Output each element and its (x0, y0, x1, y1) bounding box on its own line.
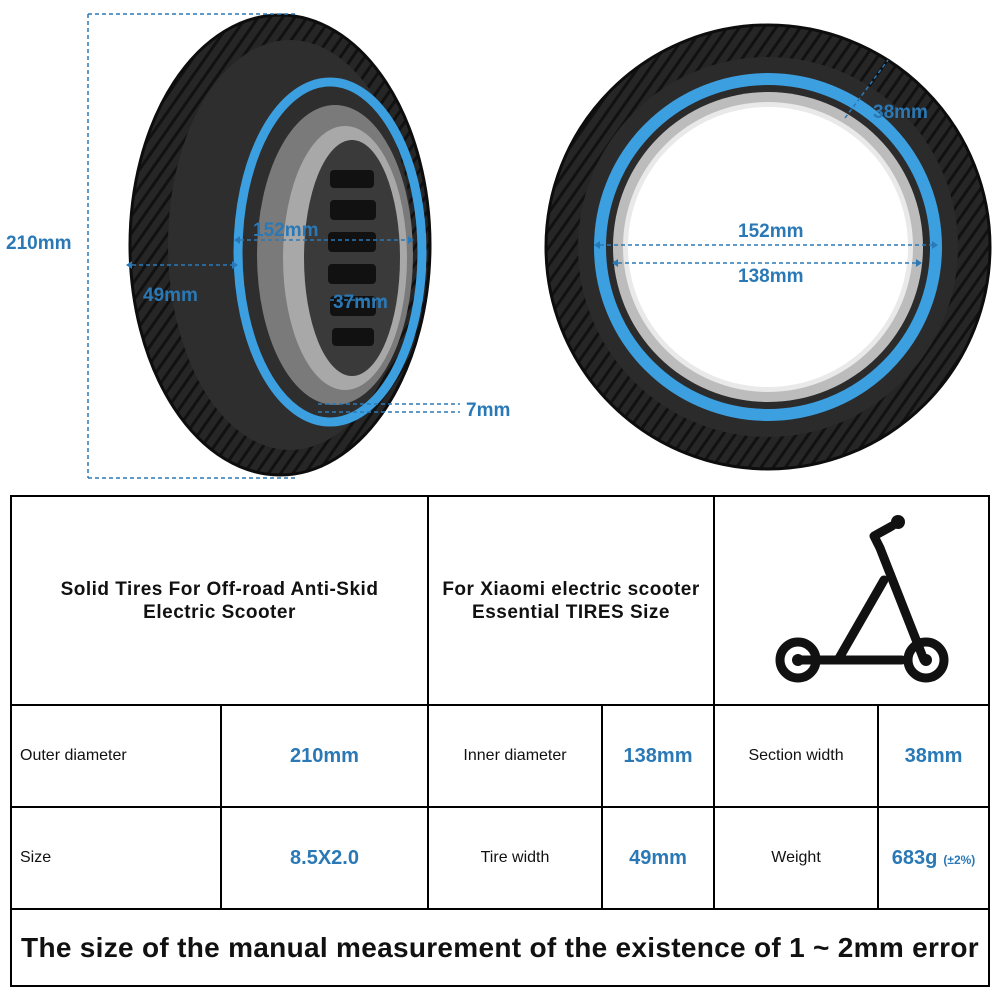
spec-row-2: Size 8.5X2.0 Tire width 49mm Weight 683g… (10, 806, 991, 910)
scooter-image-cell (713, 495, 991, 706)
outer-diameter-label-cell: Outer diameter (10, 704, 222, 808)
size-value: 8.5X2.0 (219, 806, 430, 910)
spec-table: Solid Tires For Off-road Anti-Skid Elect… (9, 495, 991, 987)
tire-width-value: 49mm (601, 806, 716, 910)
thickness-label: 7mm (466, 400, 510, 421)
tire-width-label-cell: Tire width (427, 806, 604, 910)
front-view-tire (544, 23, 992, 471)
front-dimension-lines (600, 59, 932, 264)
weight-tolerance: (±2%) (943, 852, 976, 867)
tire-dimension-diagram: 210mm 152mm 49mm 37mm 7mm 152mm 138mm 38… (6, 13, 992, 479)
tire-width-dim-label: 49mm (143, 285, 198, 306)
compat-title-line-1: For Xiaomi electric scooter (442, 578, 700, 600)
size-label-cell: Size (10, 806, 222, 910)
section-width-dim-label: 38mm (873, 102, 928, 123)
product-title-line-2: Electric Scooter (143, 601, 296, 623)
product-title-line-1: Solid Tires For Off-road Anti-Skid (60, 578, 379, 600)
side-dimension-lines (87, 13, 460, 479)
section-width-value: 38mm (877, 704, 991, 808)
weight-value-cell: 683g (±2%) (877, 806, 991, 910)
scooter-icon (775, 515, 949, 683)
outer-diameter-label: 210mm (6, 233, 72, 254)
weight-value: 683g (891, 846, 938, 869)
inner-diameter-value: 138mm (601, 704, 716, 808)
compat-title-cell: For Xiaomi electric scooter Essential TI… (427, 495, 716, 706)
product-title-cell: Solid Tires For Off-road Anti-Skid Elect… (9, 495, 430, 706)
section-width-label-cell: Section width (713, 704, 880, 808)
outer-diameter-value: 210mm (219, 704, 430, 808)
inner-rim-front-label: 152mm (738, 221, 804, 242)
inner-diameter-dim-label: 138mm (738, 266, 804, 287)
compat-title-line-2: Essential TIRES Size (472, 601, 670, 623)
measurement-error-note: The size of the manual measurement of th… (9, 908, 991, 987)
weight-label-cell: Weight (713, 806, 880, 910)
inner-diameter-label-cell: Inner diameter (427, 704, 604, 808)
spec-row-1: Outer diameter 210mm Inner diameter 138m… (10, 704, 991, 808)
side-view-tire (128, 13, 432, 477)
section-inner-label: 37mm (333, 292, 388, 313)
inner-rim-side-label: 152mm (253, 220, 319, 241)
